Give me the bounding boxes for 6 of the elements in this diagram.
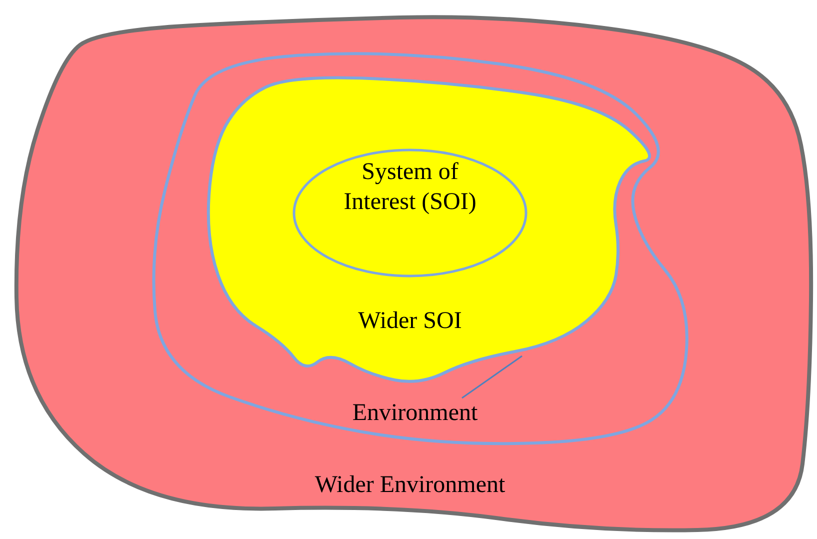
leader-line: [462, 355, 522, 399]
region-label: Environment: [351, 399, 479, 428]
region-label: Wider Environment: [314, 471, 506, 500]
soi-ellipse: [292, 148, 528, 278]
region-label: Wider SOI: [357, 307, 463, 336]
region-label: System of Interest (SOI): [342, 158, 478, 217]
